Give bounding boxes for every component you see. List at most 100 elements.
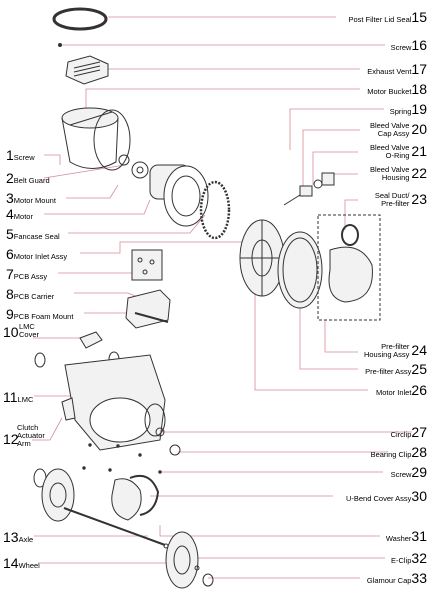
label-number: 2	[6, 170, 14, 186]
label-text: Motor Bucket	[367, 87, 412, 96]
label-text: Screw	[13, 153, 35, 162]
label-number: 33	[411, 570, 427, 586]
label-32: E-Clip32	[391, 551, 427, 567]
label-text: Spring	[389, 107, 412, 116]
label-10: 10 LMC Cover	[3, 323, 39, 341]
label-20: Bleed Valve Cap Assy 20	[370, 122, 427, 138]
label-8: 8PCB Carrier	[6, 287, 54, 303]
label-16: Screw16	[391, 38, 427, 54]
label-text: Bearing Clip	[370, 450, 412, 459]
label-number: 21	[411, 143, 427, 160]
label-19: Spring19	[390, 102, 427, 118]
label-text: E-Clip	[391, 556, 412, 565]
label-number: 12	[3, 431, 19, 447]
label-number: 22	[411, 165, 427, 182]
label-text: Housing	[381, 173, 410, 182]
label-33: Glamour Cap33	[367, 571, 427, 587]
label-text: Exhaust Vent	[367, 67, 412, 76]
label-text: Screw	[390, 470, 412, 479]
label-text: PCB Assy	[13, 272, 48, 281]
parts	[33, 7, 381, 589]
label-text: Circlip	[390, 430, 412, 439]
label-text: O-Ring	[385, 151, 410, 160]
label-number: 15	[411, 9, 427, 25]
label-number: 29	[411, 464, 427, 480]
label-text: Glamour Cap	[366, 576, 412, 585]
label-text: Cover	[19, 330, 40, 339]
label-25: Pre-filter Assy25	[365, 362, 427, 378]
label-26: Motor Inlet26	[376, 383, 427, 399]
label-number: 26	[411, 382, 427, 398]
label-number: 4	[6, 206, 14, 222]
label-text: Housing Assy	[363, 350, 410, 359]
label-number: 20	[411, 121, 427, 138]
label-number: 5	[6, 226, 14, 242]
label-text: PCB Foam Mount	[13, 312, 74, 321]
label-number: 25	[411, 361, 427, 377]
label-number: 3	[6, 190, 14, 206]
label-3: 3Motor Mount	[6, 191, 56, 207]
label-12: 12 Clutch Actuator Arm	[3, 424, 45, 448]
leader-lines	[32, 16, 412, 579]
label-text: Seal Duct/	[374, 191, 410, 200]
label-number: 7	[6, 266, 14, 282]
label-text: Bleed Valve	[369, 121, 410, 130]
label-number: 16	[411, 37, 427, 53]
label-text: LMC	[17, 395, 34, 404]
label-text: Post Filter Lid Seal	[348, 15, 412, 24]
label-text: Motor Mount	[13, 196, 56, 205]
label-23: Seal Duct/ Pre-filter 23	[375, 192, 427, 208]
label-text: Motor Inlet	[375, 388, 412, 397]
label-24: Pre-filter Housing Assy 24	[364, 343, 427, 359]
label-text: Fancase Seal	[13, 232, 60, 241]
label-7: 7PCB Assy	[6, 267, 47, 283]
label-31: Washer31	[386, 529, 427, 545]
label-5: 5Fancase Seal	[6, 227, 60, 243]
label-number: 6	[6, 246, 14, 262]
label-text: Axle	[18, 535, 34, 544]
label-text: Screw	[390, 43, 412, 52]
label-4: 4Motor	[6, 207, 33, 223]
label-number: 11	[3, 389, 18, 405]
label-number: 10	[3, 324, 19, 340]
label-text: U-Bend Cover Assy	[345, 494, 412, 503]
label-15: Post Filter Lid Seal15	[348, 10, 427, 26]
label-29: Screw29	[391, 465, 427, 481]
label-1: 1Screw	[6, 148, 35, 164]
label-number: 24	[411, 342, 427, 359]
label-text: Motor Inlet Assy	[13, 252, 68, 261]
label-22: Bleed Valve Housing 22	[370, 166, 427, 182]
label-text: Washer	[385, 534, 412, 543]
label-text: Bleed Valve	[369, 143, 410, 152]
label-text: Motor	[13, 212, 33, 221]
label-number: 27	[411, 424, 427, 440]
label-6: 6Motor Inlet Assy	[6, 247, 67, 263]
label-text: Wheel	[18, 561, 40, 570]
label-text: Pre-filter	[381, 199, 410, 208]
label-number: 8	[6, 286, 14, 302]
label-text: Belt Guard	[13, 176, 50, 185]
label-number: 19	[411, 101, 427, 117]
label-text: PCB Carrier	[13, 292, 55, 301]
label-text: LMC	[19, 322, 35, 331]
label-text: Actuator	[17, 431, 45, 440]
label-number: 31	[411, 528, 427, 544]
label-number: 1	[6, 147, 14, 163]
label-number: 28	[411, 444, 427, 460]
label-13: 13Axle	[3, 530, 33, 546]
label-number: 13	[3, 529, 19, 545]
label-21: Bleed Valve O-Ring 21	[370, 144, 427, 160]
label-14: 14Wheel	[3, 556, 40, 572]
label-number: 9	[6, 306, 14, 322]
label-28: Bearing Clip28	[371, 445, 427, 461]
label-number: 17	[411, 61, 427, 77]
label-9: 9PCB Foam Mount	[6, 307, 73, 323]
label-text: Arm	[17, 439, 31, 448]
label-number: 30	[411, 488, 427, 504]
label-text: Pre-filter	[381, 342, 410, 351]
label-2: 2Belt Guard	[6, 171, 50, 187]
label-17: Exhaust Vent17	[367, 62, 427, 78]
label-number: 32	[411, 550, 427, 566]
label-27: Circlip27	[391, 425, 427, 441]
